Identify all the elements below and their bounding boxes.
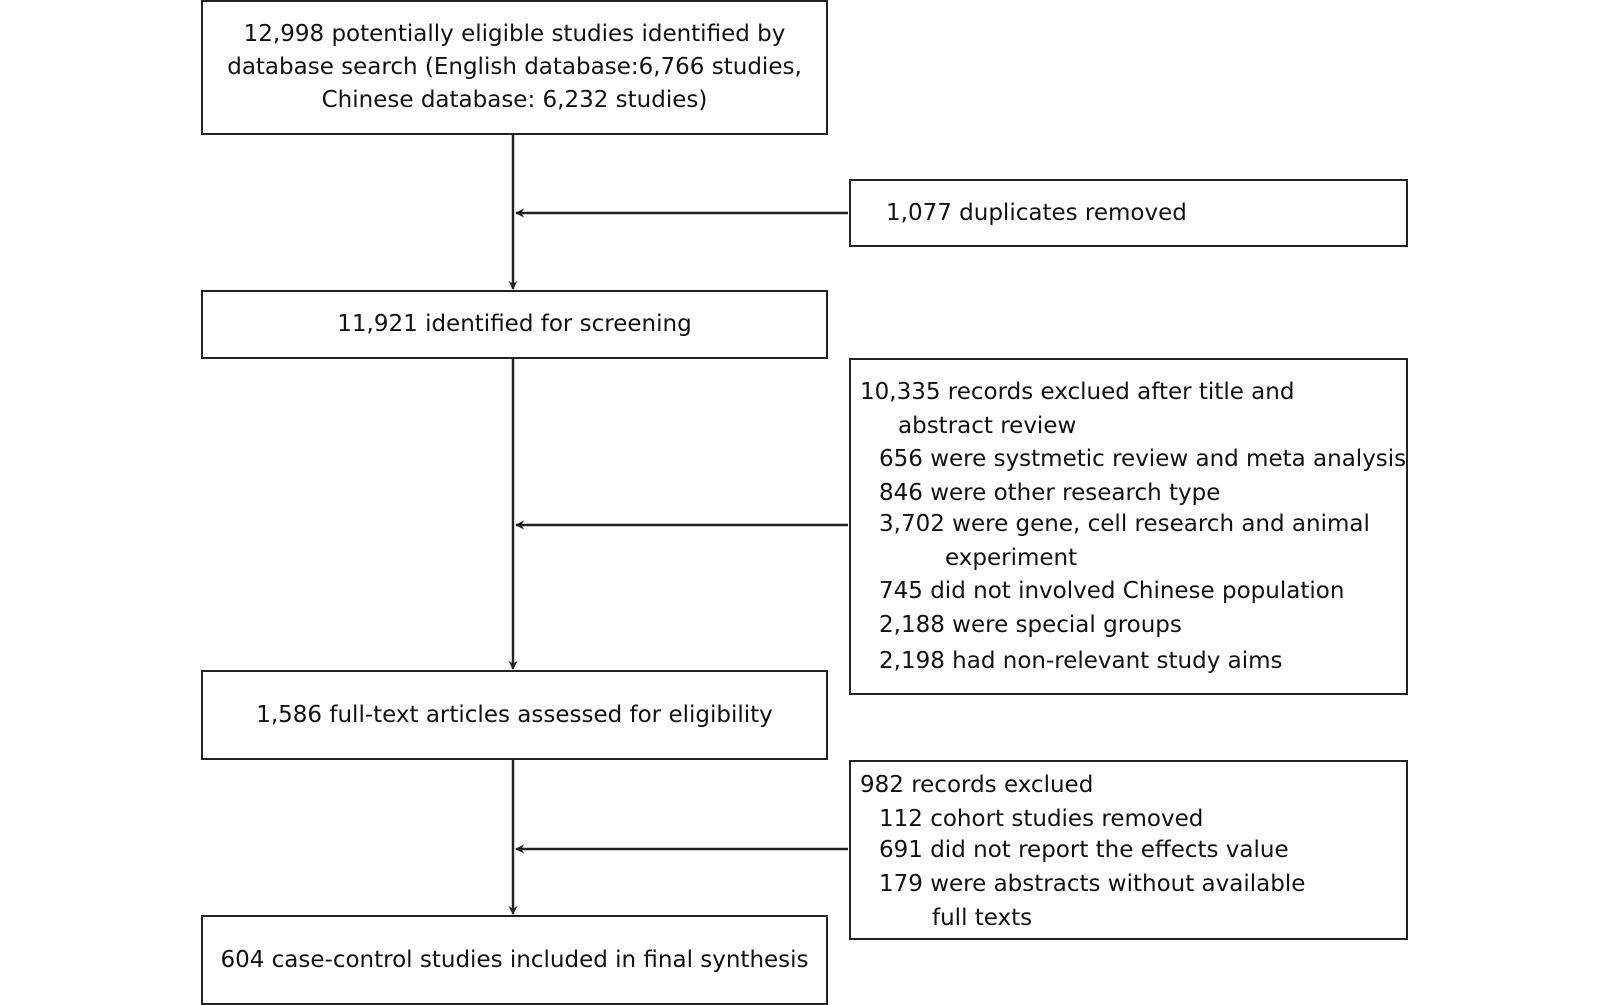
fulltext-assessed-box: 1,586 full-text articles assessed for el…: [201, 670, 828, 760]
exclusion-reason: 3,702 were gene, cell research and anima…: [879, 511, 1370, 537]
exclusion-reason: 2,188 were special groups: [879, 612, 1182, 638]
fulltext-exclusions-heading: 982 records exclued: [860, 772, 1094, 798]
screening-text: 11,921 identified for screening: [337, 311, 692, 337]
duplicates-removed-box: 1,077 duplicates removed: [849, 179, 1408, 247]
fulltext-exclusion-reason: 691 did not report the effects value: [879, 837, 1289, 863]
final-text: 604 case-control studies included in fin…: [220, 946, 809, 973]
exclusion-reason: 745 did not involved Chinese population: [879, 578, 1345, 604]
exclusion-reason: 2,198 had non-relevant study aims: [879, 648, 1283, 674]
search-line-1: 12,998 potentially eligible studies iden…: [243, 21, 786, 47]
duplicates-text: 1,077 duplicates removed: [886, 200, 1187, 226]
fulltext-exclusion-reason-cont: full texts: [932, 905, 1033, 931]
exclusion-reason: 656 were systmetic review and meta analy…: [879, 446, 1407, 472]
final-synthesis-box: 604 case-control studies included in fin…: [201, 915, 828, 1005]
exclusions-heading-cont: abstract review: [898, 413, 1077, 439]
title-abstract-exclusions-box: 10,335 records exclued after title and a…: [849, 358, 1408, 695]
search-results-box: 12,998 potentially eligible studies iden…: [201, 0, 828, 135]
fulltext-exclusion-reason: 112 cohort studies removed: [879, 806, 1204, 832]
fulltext-text: 1,586 full-text articles assessed for el…: [256, 701, 773, 728]
fulltext-exclusion-reason: 179 were abstracts without available: [879, 871, 1306, 897]
exclusions-heading: 10,335 records exclued after title and: [860, 379, 1295, 405]
search-line-3: Chinese database: 6,232 studies): [321, 87, 708, 113]
screening-box: 11,921 identified for screening: [201, 290, 828, 359]
exclusion-reason-cont: experiment: [945, 545, 1078, 571]
exclusion-reason: 846 were other research type: [879, 480, 1221, 506]
search-line-2: database search (English database:6,766 …: [227, 54, 802, 80]
fulltext-exclusions-box: 982 records exclued 112 cohort studies r…: [849, 760, 1408, 940]
